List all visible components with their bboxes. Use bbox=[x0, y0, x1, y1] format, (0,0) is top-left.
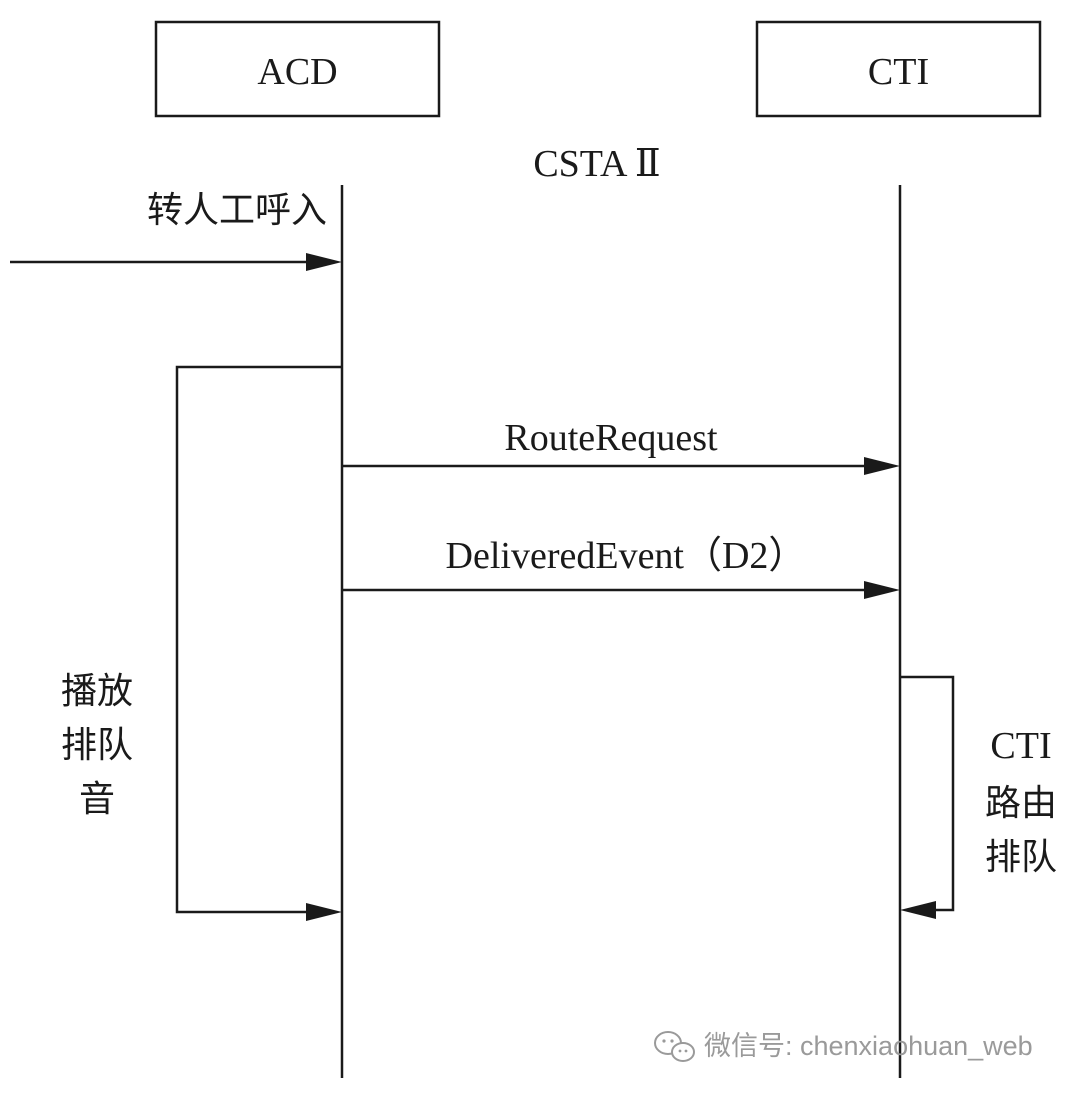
participant-cti-label: CTI bbox=[868, 51, 929, 93]
participant-acd: ACD bbox=[154, 20, 441, 118]
route-request-arrowhead bbox=[864, 457, 900, 475]
protocol-label: CSTA Ⅱ bbox=[533, 143, 660, 185]
cti-queue-note-line3: 排队 bbox=[985, 837, 1057, 878]
acd-queue-arrowhead bbox=[306, 903, 342, 921]
incoming-call-arrow bbox=[10, 253, 342, 271]
participant-cti-box bbox=[755, 20, 1042, 118]
incoming-call-arrowhead bbox=[306, 253, 342, 271]
cti-queue-note: CTI 路由 排队 bbox=[985, 725, 1057, 878]
route-request-arrow bbox=[342, 457, 900, 475]
participant-acd-label: ACD bbox=[257, 51, 337, 93]
delivered-event-label: DeliveredEvent（D2） bbox=[446, 535, 807, 577]
participant-acd-box bbox=[154, 20, 441, 118]
wechat-icon bbox=[654, 1031, 695, 1062]
acd-queue-note-line2: 排队 bbox=[61, 725, 133, 766]
cti-queue-note-line2: 路由 bbox=[985, 783, 1057, 824]
acd-queue-note-line1: 播放 bbox=[61, 671, 133, 712]
delivered-event-arrowhead bbox=[864, 581, 900, 599]
participant-cti: CTI bbox=[755, 20, 1042, 118]
delivered-event-arrow bbox=[342, 581, 900, 599]
cti-queue-note-line1: CTI bbox=[990, 725, 1051, 767]
incoming-call-label: 转人工呼入 bbox=[147, 190, 327, 231]
acd-queue-note-line3: 音 bbox=[79, 779, 115, 820]
watermark-text: 微信号: chenxiaohuan_web bbox=[704, 1031, 1033, 1061]
cti-queue-arrowhead bbox=[900, 901, 936, 919]
acd-queue-loop bbox=[175, 365, 342, 921]
acd-queue-note: 播放 排队 音 bbox=[61, 671, 133, 820]
watermark: 微信号: chenxiaohuan_web bbox=[654, 1031, 1033, 1062]
cti-queue-loop bbox=[900, 675, 955, 919]
route-request-label: RouteRequest bbox=[504, 417, 718, 459]
